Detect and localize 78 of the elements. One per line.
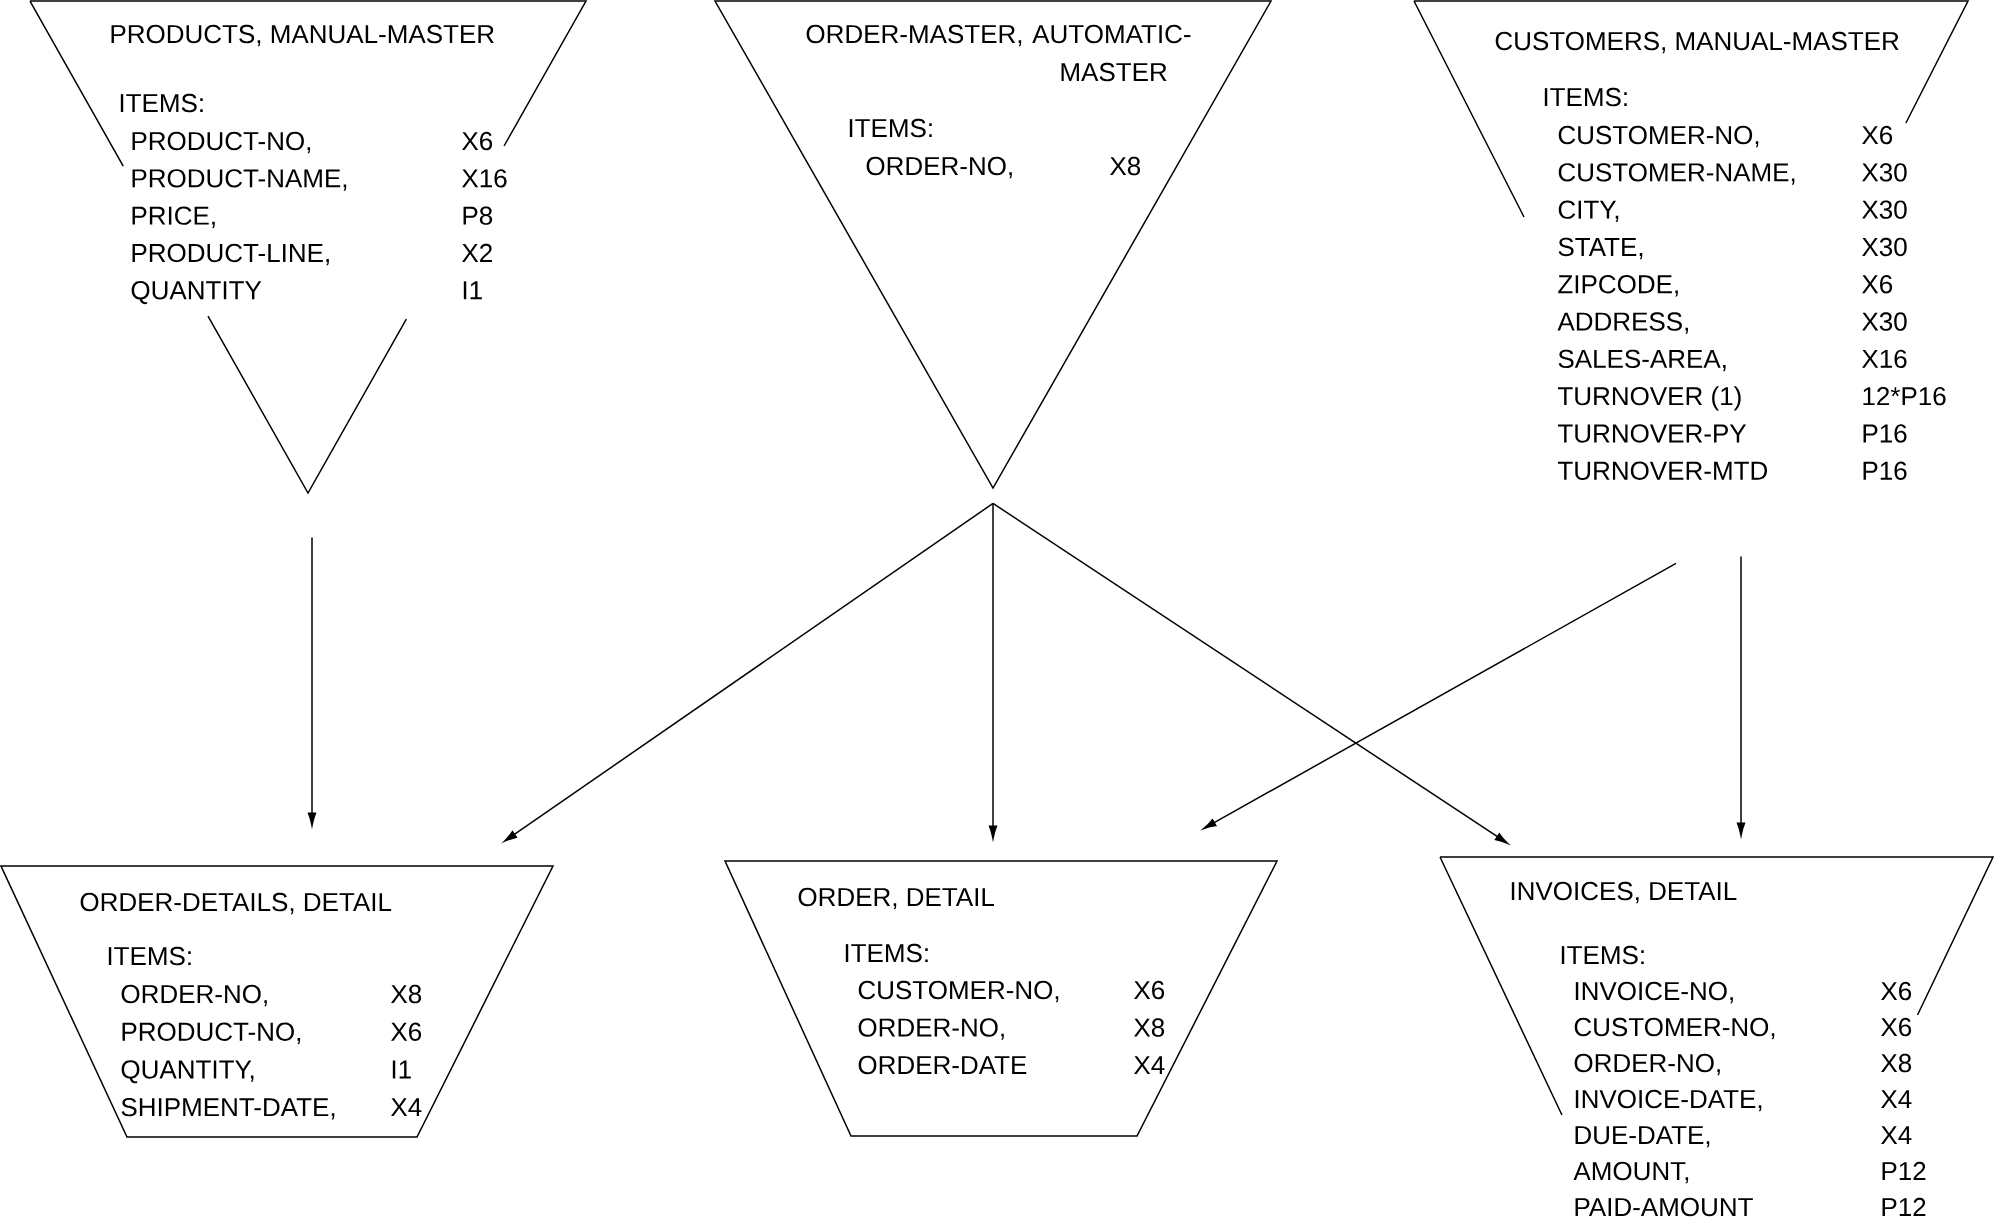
item-format: P12 — [1882, 1197, 1926, 1216]
item-name: AMOUNT, — [1573, 1161, 1689, 1184]
item-format: X4 — [1881, 1090, 1912, 1108]
item-name: ORDER-NO, — [858, 1018, 1004, 1040]
item-name: CUSTOMER-NO, — [1558, 125, 1759, 148]
set-title: CUSTOMERS, MANUAL-MASTER — [1495, 31, 1899, 54]
item-format: X6 — [1881, 1017, 1912, 1037]
set-title: PRODUCTS, MANUAL-MASTER — [111, 24, 494, 47]
item-format: X30 — [1862, 312, 1907, 331]
item-format: P16 — [1863, 424, 1907, 443]
item-format: X6 — [1862, 275, 1893, 294]
item-format: X4 — [1134, 1056, 1165, 1074]
set-title: ORDER-MASTER, AUTOMATIC-MASTER — [806, 24, 1191, 82]
arrow — [503, 502, 994, 842]
item-name: ORDER-NO, — [121, 984, 267, 1007]
item-format: X4 — [391, 1098, 422, 1117]
item-format: X8 — [1134, 1018, 1165, 1037]
item-format: X8 — [391, 984, 422, 1004]
item-name: TURNOVER-PY — [1558, 424, 1747, 443]
item-format: X2 — [462, 243, 492, 262]
item-name: PRODUCT-NO, — [132, 131, 311, 154]
set-title: ORDER-DETAILS, DETAIL — [80, 892, 392, 915]
item-format: P8 — [463, 206, 493, 225]
item-format: X8 — [1110, 156, 1141, 176]
item-name: TURNOVER-MTD — [1558, 461, 1768, 480]
item-format: P16 — [1863, 461, 1907, 480]
item-name: ZIPCODE, — [1558, 275, 1678, 297]
items-heading: ITEMS: — [849, 118, 932, 138]
item-name: INVOICE-NO, — [1575, 981, 1733, 1004]
items-heading: ITEMS: — [1561, 945, 1644, 965]
item-name: ORDER-NO, — [866, 156, 1012, 179]
item-name: INVOICE-DATE, — [1575, 1089, 1762, 1112]
item-format: X6 — [1881, 981, 1912, 1001]
item-format: X30 — [1862, 200, 1907, 219]
item-name: QUANTITY — [131, 281, 262, 305]
item-format: P12 — [1882, 1161, 1926, 1180]
item-name: PRODUCT-LINE, — [132, 243, 329, 266]
item-format: X30 — [1862, 237, 1907, 257]
item-name: SALES-AREA, — [1558, 349, 1726, 372]
item-format: X16 — [1862, 349, 1907, 369]
item-name: ADDRESS, — [1557, 312, 1688, 334]
item-name: DUE-DATE, — [1575, 1126, 1710, 1148]
arrow — [988, 502, 998, 840]
item-format: I1 — [463, 281, 482, 300]
item-format: X6 — [1862, 125, 1893, 145]
item-name: PRODUCT-NO, — [122, 1022, 301, 1045]
item-name: CUSTOMER-NAME, — [1558, 163, 1795, 185]
arrow — [307, 536, 317, 827]
item-name: ORDER-NO, — [1574, 1053, 1720, 1076]
item-format: X4 — [1881, 1126, 1912, 1144]
item-name: STATE, — [1558, 237, 1643, 260]
items-heading: ITEMS: — [845, 943, 928, 963]
item-name: TURNOVER (1) — [1558, 386, 1741, 411]
item-format: X6 — [462, 131, 493, 151]
set-title: INVOICES, DETAIL — [1511, 881, 1737, 904]
item-format: X6 — [391, 1022, 422, 1041]
arrow — [992, 502, 1509, 844]
item-name: PRODUCT-NAME, — [132, 169, 347, 191]
arrow — [1203, 562, 1677, 830]
item-name: SHIPMENT-DATE, — [121, 1097, 335, 1120]
items-heading: ITEMS: — [120, 93, 203, 113]
item-format: X16 — [462, 169, 507, 188]
item-name: CITY, — [1558, 200, 1619, 222]
item-name: CUSTOMER-NO, — [1574, 1017, 1775, 1040]
item-name: PRICE, — [132, 206, 215, 228]
item-format: 12*P16 — [1863, 386, 1946, 406]
item-format: X6 — [1134, 980, 1165, 1000]
item-format: I1 — [392, 1060, 411, 1079]
item-name: ORDER-DATE — [858, 1055, 1027, 1075]
items-heading: ITEMS: — [1544, 87, 1627, 107]
item-format: X8 — [1881, 1053, 1912, 1073]
item-name: QUANTITY, — [121, 1060, 254, 1084]
item-name: PAID-AMOUNT — [1575, 1197, 1753, 1217]
items-heading: ITEMS: — [108, 946, 191, 966]
arrow — [1736, 555, 1746, 837]
item-format: X30 — [1862, 163, 1907, 182]
item-name: CUSTOMER-NO, — [858, 980, 1059, 1003]
set-title: ORDER, DETAIL — [798, 887, 994, 910]
